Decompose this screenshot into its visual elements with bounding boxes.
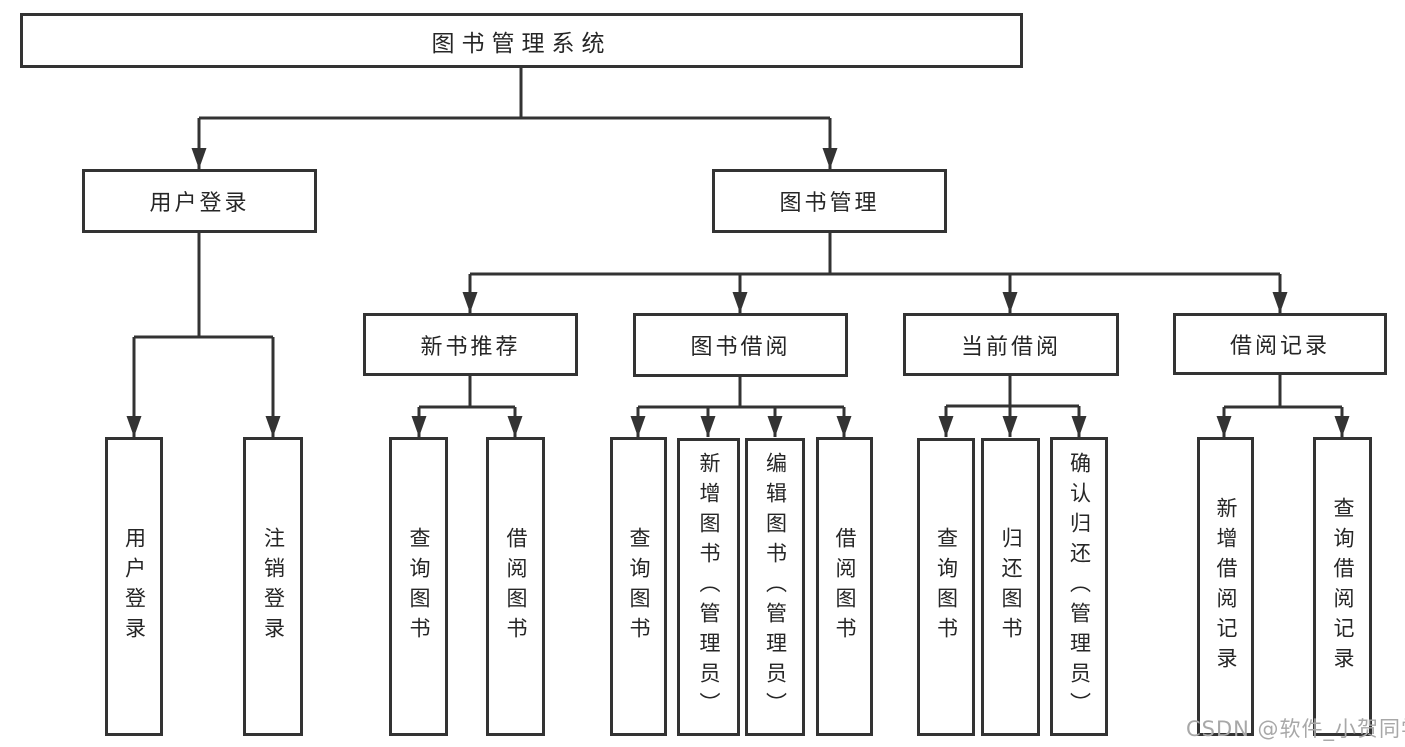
node-book-management: 图书管理 bbox=[712, 169, 947, 233]
leaf-label: 确认归还（管理员） bbox=[1067, 451, 1092, 722]
leaf-current-return-book: 归还图书 bbox=[981, 438, 1040, 736]
connector-line bbox=[470, 233, 1280, 276]
node-borrowing-records: 借阅记录 bbox=[1173, 313, 1387, 375]
leaf-label: 查询借阅记录 bbox=[1331, 496, 1355, 677]
node-book-management-system: 图书管理系统 bbox=[20, 13, 1023, 68]
connector-line bbox=[134, 233, 273, 339]
leaf-current-query-book: 查询图书 bbox=[917, 438, 975, 736]
leaf-label: 归还图书 bbox=[999, 527, 1023, 647]
node-current-borrowing: 当前借阅 bbox=[903, 313, 1119, 376]
leaf-label: 查询图书 bbox=[934, 527, 959, 647]
leaf-label: 查询图书 bbox=[627, 526, 651, 647]
leaf-borrowing-query-book: 查询图书 bbox=[610, 437, 667, 736]
connector-line bbox=[946, 376, 1079, 408]
leaf-records-query-record: 查询借阅记录 bbox=[1313, 437, 1372, 736]
leaf-borrowing-add-book-admin: 新增图书（管理员） bbox=[677, 438, 740, 736]
leaf-label: 编辑图书（管理员） bbox=[763, 452, 788, 722]
node-user-login: 用户登录 bbox=[82, 169, 317, 233]
csdn-watermark: CSDN @软件_小贺同学 bbox=[1186, 717, 1405, 741]
leaf-borrowing-edit-book-admin: 编辑图书（管理员） bbox=[745, 438, 805, 736]
leaf-label: 新增借阅记录 bbox=[1214, 496, 1238, 677]
leaf-label: 借阅图书 bbox=[833, 526, 857, 647]
node-new-book-recommend: 新书推荐 bbox=[363, 313, 578, 376]
leaf-label: 借阅图书 bbox=[504, 526, 528, 647]
leaf-records-add-record: 新增借阅记录 bbox=[1197, 437, 1254, 736]
leaf-label: 新增图书（管理员） bbox=[697, 452, 721, 722]
connector-line bbox=[638, 376, 844, 409]
connector-line bbox=[419, 376, 515, 409]
leaf-logout-login: 注销登录 bbox=[243, 437, 303, 736]
node-book-borrowing: 图书借阅 bbox=[633, 313, 848, 377]
leaf-recommend-borrow-book: 借阅图书 bbox=[486, 437, 545, 736]
leaf-label: 用户登录 bbox=[122, 526, 147, 647]
leaf-recommend-query-book: 查询图书 bbox=[389, 437, 448, 736]
connector-line bbox=[1224, 375, 1342, 409]
leaf-label: 注销登录 bbox=[261, 526, 286, 647]
connector-line bbox=[199, 68, 830, 120]
leaf-user-login: 用户登录 bbox=[105, 437, 163, 736]
leaf-current-confirm-return-admin: 确认归还（管理员） bbox=[1050, 437, 1108, 736]
leaf-label: 查询图书 bbox=[407, 526, 431, 647]
leaf-borrowing-borrow-book: 借阅图书 bbox=[816, 437, 873, 736]
